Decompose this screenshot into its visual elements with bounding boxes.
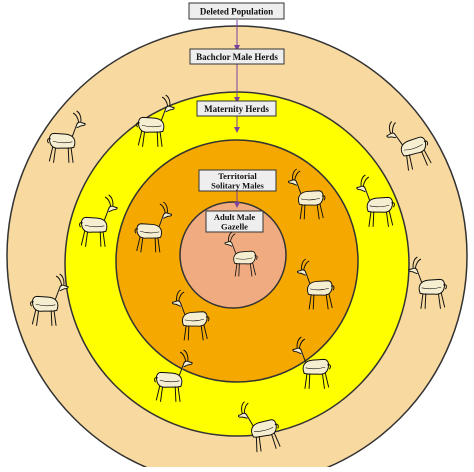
label-territorial-line2: Solitary Males <box>211 181 264 191</box>
label-deleted-population-text: Deleted Population <box>200 7 273 17</box>
label-bachelor-herds: Bachclor Male Herds <box>189 48 285 65</box>
label-deleted-population: Deleted Population <box>188 2 285 20</box>
label-adult-male-line1: Adult Male <box>214 212 256 222</box>
label-adult-male: Adult Male Gazelle <box>205 210 264 233</box>
label-territorial-males: Territorial Solitary Males <box>198 169 277 192</box>
label-bachelor-herds-text: Bachclor Male Herds <box>196 52 278 62</box>
label-maternity-herds: Maternity Herds <box>196 100 277 117</box>
label-territorial-line1: Territorial <box>218 171 257 181</box>
label-maternity-herds-text: Maternity Herds <box>204 104 269 114</box>
label-adult-male-line2: Gazelle <box>221 222 248 232</box>
